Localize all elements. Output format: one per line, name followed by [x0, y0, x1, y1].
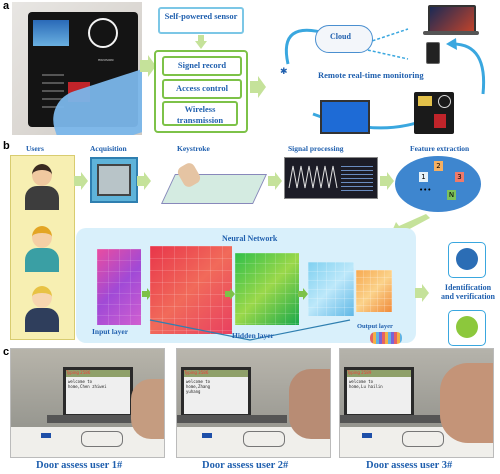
output-layer-grid [356, 270, 392, 312]
cloud-label: Cloud [330, 32, 351, 41]
arrow-right-icon [137, 172, 151, 190]
screen-title: Typing 2589 [347, 370, 411, 377]
step-label: Signel record [177, 60, 227, 70]
keypad-brand: HIKVISION [98, 58, 114, 62]
cloud-icon [315, 25, 373, 53]
step-box-signal-record: Signel record [162, 56, 242, 76]
feature-ellipse: 2 1 3 ••• N [395, 156, 481, 212]
feature-tile: 3 [455, 172, 464, 182]
laptop-screen: Typing 3586 welcome to home,Zhang yuhang [181, 367, 251, 417]
user-avatar-3 [25, 286, 59, 332]
screen-text: welcome to home,Lu hailin [349, 379, 383, 389]
caption-user-3: Door assess user 3# [366, 460, 453, 471]
sensor-pad [243, 431, 285, 447]
panel-c-label: c [3, 346, 10, 358]
acquisition-image [90, 157, 138, 203]
hidden-layer-grid-2 [235, 253, 299, 325]
feature-tile: 1 [419, 172, 428, 182]
bluetooth-icon: ✱ [280, 67, 288, 77]
signal-waveform [288, 165, 338, 189]
door-photo-1: Typing 2586 welcome to home,Chen zhiwei [10, 348, 165, 458]
door-photo-3: Typing 2589 welcome to home,Lu hailin [339, 348, 494, 458]
signal-screen [284, 157, 378, 199]
identification-icon [448, 242, 486, 278]
sensor-box: Self-powered sensor [158, 7, 244, 34]
laptop-icon [428, 5, 476, 33]
arrow-down-icon [195, 35, 207, 49]
screen-title: Typing 2586 [66, 370, 130, 377]
circuit-board-icon [320, 100, 370, 134]
arrow-right-icon [380, 172, 394, 190]
caption-user-1: Door assess user 1# [36, 460, 123, 471]
sensor-label: Self-powered sensor [164, 11, 238, 21]
input-layer-grid [97, 249, 141, 325]
keypad-photo: HIKVISION [12, 2, 142, 135]
person [440, 363, 493, 443]
feature-tile: N [447, 190, 456, 200]
steps-group: Signel record Access control Wireless tr… [154, 50, 248, 133]
stage-title-users: Users [26, 144, 44, 153]
sensor-device [202, 433, 212, 438]
hidden-layer-grid-3 [308, 262, 354, 316]
screen-title: Typing 3586 [184, 370, 248, 377]
feature-tile: 2 [434, 161, 443, 171]
hidden-layer-grid-1 [150, 246, 232, 334]
hidden-layer-bracket [149, 319, 351, 341]
arrow-right-icon [415, 284, 429, 302]
sensor-pad [81, 431, 123, 447]
step-label: Wireless transmission [176, 104, 224, 125]
stage-title-signal-processing: Signal processing [288, 144, 344, 153]
door-photo-2: Typing 3586 welcome to home,Zhang yuhang [176, 348, 331, 458]
caption-user-2: Door assess user 2# [202, 460, 289, 471]
step-box-access-control: Access control [162, 79, 242, 99]
input-layer-label: Input layer [92, 327, 129, 336]
screen-text: welcome to home,Zhang yuhang [186, 379, 211, 394]
hidden-layer-label: Hidden layer [232, 331, 274, 340]
panel-b-label: b [3, 140, 10, 152]
user-avatar-1 [25, 164, 59, 210]
stage-title-feature-extraction: Feature extraction [410, 144, 470, 153]
sensor-device [41, 433, 51, 438]
step-box-wireless: Wireless transmission [162, 101, 238, 126]
user-avatar-2 [25, 226, 59, 272]
stage-title-keystroke: Keystroke [177, 144, 210, 153]
neural-network-title: Neural Network [222, 234, 278, 243]
arrow-right-icon [142, 288, 152, 300]
verification-icon [448, 310, 486, 346]
output-network-icon [370, 332, 402, 344]
screen-text: welcome to home,Chen zhiwei [68, 379, 107, 389]
person [131, 379, 164, 439]
monitoring-label: Remote real-time monitoring [318, 70, 424, 80]
feature-ellipsis: ••• [419, 186, 432, 194]
laptop-keyboard [177, 415, 287, 423]
users-panel [10, 155, 75, 340]
laptop-screen: Typing 2589 welcome to home,Lu hailin [344, 367, 414, 417]
fingerprint-ring-icon [88, 18, 118, 48]
sensor-pad [402, 431, 444, 447]
keystroke-image [158, 158, 268, 210]
arrow-right-icon [140, 55, 156, 77]
laptop-screen: Typing 2586 welcome to home,Chen zhiwei [63, 367, 133, 417]
panel-a-label: a [3, 0, 10, 12]
phone-icon [426, 42, 440, 64]
arrow-right-icon [298, 288, 308, 300]
keypad-screen [33, 20, 69, 46]
step-label: Access control [175, 83, 228, 93]
arrow-right-icon [74, 172, 88, 190]
arrow-right-icon [250, 76, 266, 98]
laptop-base [423, 31, 479, 35]
person [289, 369, 330, 439]
output-layer-label: Output layer [357, 323, 393, 330]
door-lock-icon [414, 92, 454, 134]
laptop-keyboard [340, 415, 450, 423]
arrow-right-icon [225, 288, 235, 300]
laptop-keyboard [47, 415, 164, 423]
stage-title-acquisition: Acquisition [90, 144, 127, 153]
keypad-keys [42, 68, 64, 108]
sensor-device [362, 433, 372, 438]
arrow-right-icon [268, 172, 282, 190]
result-label: Identification and verification [441, 283, 495, 301]
